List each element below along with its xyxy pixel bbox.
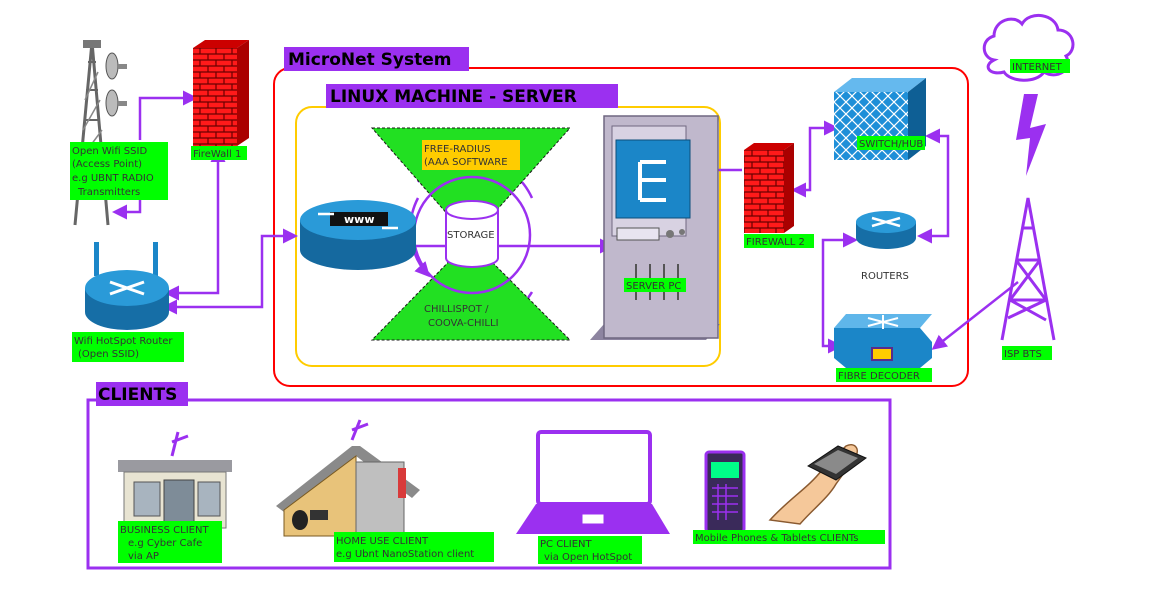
svg-text:Transmitters: Transmitters bbox=[77, 187, 140, 198]
link-firewall1-hotspot bbox=[164, 147, 226, 301]
link-switch-router bbox=[917, 128, 950, 244]
svg-text:via Open HotSpot: via Open HotSpot bbox=[544, 552, 632, 563]
storage-label: STORAGE bbox=[447, 230, 495, 241]
firewall1-icon bbox=[193, 40, 249, 146]
home-house-icon bbox=[276, 419, 420, 537]
svg-text:FIBRE DECODER: FIBRE DECODER bbox=[838, 371, 920, 382]
server-pc-icon bbox=[590, 115, 720, 340]
lightning-bolt-icon bbox=[1016, 94, 1046, 176]
svg-text:(Open SSID): (Open SSID) bbox=[78, 349, 139, 360]
freeradius-label: FREE-RADIUS (AAA SOFTWARE bbox=[422, 140, 520, 170]
business-client-label: BUSINESS CLIENT e.g Cyber Cafe via AP bbox=[118, 521, 222, 563]
svg-text:FREE-RADIUS: FREE-RADIUS bbox=[424, 144, 491, 155]
storage-cylinder-icon bbox=[445, 200, 499, 268]
firewall2-icon bbox=[744, 143, 794, 233]
svg-text:HOME USE CLIENT: HOME USE CLIENT bbox=[336, 536, 429, 547]
svg-text:FireWall 1: FireWall 1 bbox=[193, 149, 241, 160]
fibre-decoder-icon bbox=[834, 314, 932, 368]
laptop-icon bbox=[516, 430, 670, 534]
mobile-client-label: Mobile Phones & Tablets CLIENTs bbox=[693, 530, 885, 544]
micronet-system-frame bbox=[273, 67, 969, 387]
svg-text:COOVA-CHILLI: COOVA-CHILLI bbox=[428, 318, 499, 329]
micronet-title-bg bbox=[284, 47, 469, 71]
www-router-icon: www bbox=[300, 200, 416, 270]
routers-label: ROUTERS bbox=[861, 271, 909, 282]
link-ap-firewall1 bbox=[138, 90, 198, 140]
link-hotspot-www bbox=[162, 228, 298, 315]
tablet-hand-icon bbox=[768, 444, 868, 525]
svg-text:e.g UBNT RADIO: e.g UBNT RADIO bbox=[72, 173, 154, 184]
link-bts-fibre bbox=[931, 281, 1019, 350]
firewall1-label: FireWall 1 bbox=[191, 146, 247, 160]
internet-label: INTERNET bbox=[1010, 59, 1070, 73]
server-pc-label: SERVER PC bbox=[624, 278, 686, 292]
svg-text:ISP BTS: ISP BTS bbox=[1004, 349, 1042, 360]
svg-text:via AP: via AP bbox=[128, 551, 159, 562]
isp-bts-tower-icon bbox=[1000, 197, 1056, 341]
isp-bts-label: ISP BTS bbox=[1002, 346, 1052, 360]
svg-text:BUSINESS CLIENT: BUSINESS CLIENT bbox=[120, 525, 209, 536]
svg-text:FIREWALL 2: FIREWALL 2 bbox=[746, 237, 805, 248]
clients-title-bg bbox=[96, 382, 188, 406]
svg-text:Wifi HotSpot Router: Wifi HotSpot Router bbox=[74, 336, 173, 347]
svg-text:SWITCH/HUB: SWITCH/HUB bbox=[859, 139, 923, 150]
business-building-icon bbox=[118, 431, 232, 529]
linux-title-bg bbox=[326, 84, 618, 108]
svg-text:CHILLISPOT /: CHILLISPOT / bbox=[424, 304, 489, 315]
svg-text:(AAA SOFTWARE: (AAA SOFTWARE bbox=[424, 157, 508, 168]
clients-frame bbox=[86, 398, 892, 570]
hotspot-label: Wifi HotSpot Router (Open SSID) bbox=[72, 332, 184, 362]
link-router-fibre bbox=[821, 232, 858, 354]
home-client-label: HOME USE CLIENT e.g Ubnt NanoStation cli… bbox=[334, 532, 494, 562]
svg-text:SERVER PC: SERVER PC bbox=[626, 281, 681, 292]
micronet-title: MicroNet System bbox=[288, 50, 452, 70]
linux-title: LINUX MACHINE - SERVER bbox=[330, 87, 577, 107]
svg-text:INTERNET: INTERNET bbox=[1012, 62, 1063, 73]
pc-client-label: PC CLIENT via Open HotSpot bbox=[538, 536, 642, 564]
firewall2-label: FIREWALL 2 bbox=[744, 234, 814, 248]
svg-text:e.g Ubnt NanoStation client: e.g Ubnt NanoStation client bbox=[336, 549, 474, 560]
fibre-decoder-label: FIBRE DECODER bbox=[836, 368, 932, 382]
svg-text:Open Wifi SSID: Open Wifi SSID bbox=[72, 146, 147, 157]
switch-hub-label: SWITCH/HUB bbox=[857, 136, 925, 150]
svg-text:(Access Point): (Access Point) bbox=[72, 159, 142, 170]
chillispot-label: CHILLISPOT / COOVA-CHILLI bbox=[424, 304, 499, 329]
ap-label: Open Wifi SSID (Access Point) e.g UBNT R… bbox=[70, 142, 168, 200]
link-firewall2-switch bbox=[791, 120, 839, 198]
www-text: www bbox=[344, 213, 375, 226]
wifi-hotspot-router-icon bbox=[85, 242, 169, 330]
svg-text:e.g Cyber Cafe: e.g Cyber Cafe bbox=[128, 538, 202, 549]
router-icon bbox=[856, 211, 916, 249]
mobile-phone-icon bbox=[704, 450, 746, 534]
svg-text:PC CLIENT: PC CLIENT bbox=[540, 539, 592, 550]
clients-title: CLIENTS bbox=[98, 385, 177, 405]
svg-text:Mobile Phones & Tablets CLIENT: Mobile Phones & Tablets CLIENTs bbox=[695, 533, 858, 544]
